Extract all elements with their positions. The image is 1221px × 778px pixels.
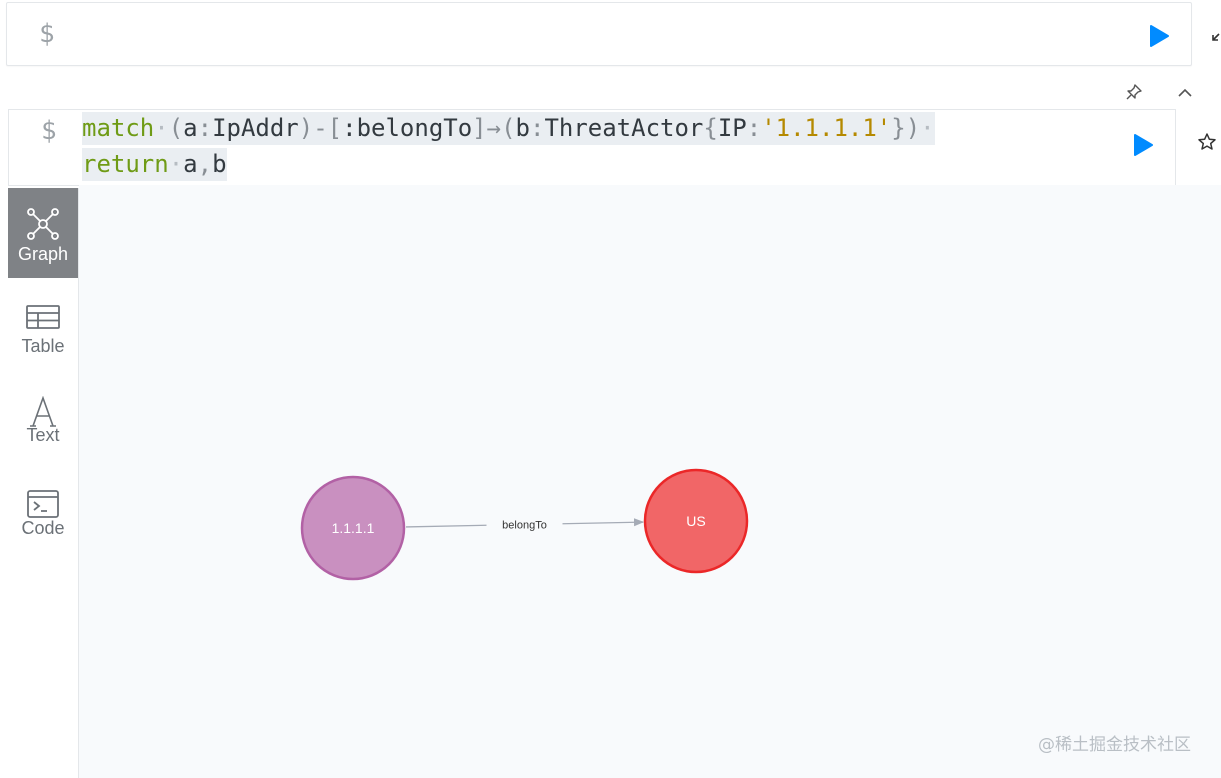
tab-table[interactable]: Table: [8, 286, 78, 376]
code-icon: [27, 490, 59, 518]
query-token: ·: [168, 150, 184, 178]
table-icon: [26, 305, 60, 329]
text-icon: [30, 396, 56, 427]
rerun-query-button[interactable]: [1132, 133, 1154, 157]
graph-node-b[interactable]: [643, 468, 749, 574]
command-prompt: $: [39, 19, 55, 49]
tab-graph-label: Graph: [17, 244, 69, 264]
query-token: ThreatActor: [544, 114, 704, 142]
run-query-button[interactable]: [1148, 24, 1170, 48]
query-line-1[interactable]: match·(a:IpAddr)-[:belongTo]→(b:ThreatAc…: [82, 112, 935, 145]
query-token: :belongTo: [342, 114, 473, 142]
query-token: IpAddr: [212, 114, 299, 142]
play-icon: [1150, 25, 1169, 47]
query-token: match: [82, 114, 155, 142]
query-token: ,: [197, 150, 213, 178]
query-token: b: [515, 114, 530, 142]
relationship-arrow[interactable]: [562, 518, 645, 527]
watermark: @稀土掘金技术社区: [1038, 735, 1191, 755]
query-token: IP: [717, 114, 747, 142]
command-editor[interactable]: $: [6, 2, 1192, 66]
query-token: }): [891, 114, 921, 142]
graph-node-label: 1.1.1.1: [332, 520, 375, 536]
tab-text-label: Text: [26, 425, 60, 445]
query-token: {: [703, 114, 718, 142]
graph-icon: [27, 208, 59, 240]
query-token: ·: [154, 114, 169, 142]
graph-node-label: US: [686, 513, 705, 529]
fullscreen-icon[interactable]: [1210, 30, 1221, 44]
tab-table-label: Table: [21, 336, 65, 356]
query-token: :: [197, 114, 213, 142]
graph-canvas[interactable]: belongTo 1.1.1.1 US: [79, 185, 1221, 778]
frame-query-editor[interactable]: $ match·(a:IpAddr)-[:belongTo]→(b:Threat…: [8, 109, 1176, 186]
query-line-2[interactable]: return·a,b: [82, 148, 227, 181]
query-token: b: [212, 150, 227, 178]
graph-node-a[interactable]: [300, 475, 406, 581]
tab-code-label: Code: [21, 518, 65, 538]
pin-icon: [1126, 84, 1142, 100]
query-token: ·: [920, 114, 935, 142]
query-token: return: [82, 150, 169, 178]
tab-graph[interactable]: Graph: [8, 188, 78, 278]
graph-visualization[interactable]: belongTo 1.1.1.1 US: [79, 185, 1221, 778]
query-token: '1.1.1.1': [761, 114, 892, 142]
query-token: :: [529, 114, 545, 142]
result-view-sidebar: Graph Table Text: [8, 188, 79, 778]
query-token: :: [746, 114, 762, 142]
star-icon: [1198, 133, 1216, 150]
collapse-frame-button[interactable]: [1175, 83, 1195, 103]
relationship-label[interactable]: belongTo: [502, 520, 547, 532]
query-token: (: [168, 114, 184, 142]
query-token: )-[: [298, 114, 343, 142]
query-token: a: [183, 150, 198, 178]
tab-code[interactable]: Code: [8, 470, 78, 560]
query-token: ]→(: [472, 114, 516, 142]
query-token: a: [183, 114, 198, 142]
chevron-up-icon: [1178, 88, 1192, 97]
play-icon: [1134, 134, 1153, 156]
relationship-line[interactable]: [405, 524, 487, 528]
favorite-button[interactable]: [1197, 132, 1217, 152]
tab-text[interactable]: Text: [8, 378, 78, 468]
pin-frame-button[interactable]: [1124, 82, 1144, 102]
frame-prompt: $: [41, 116, 57, 146]
